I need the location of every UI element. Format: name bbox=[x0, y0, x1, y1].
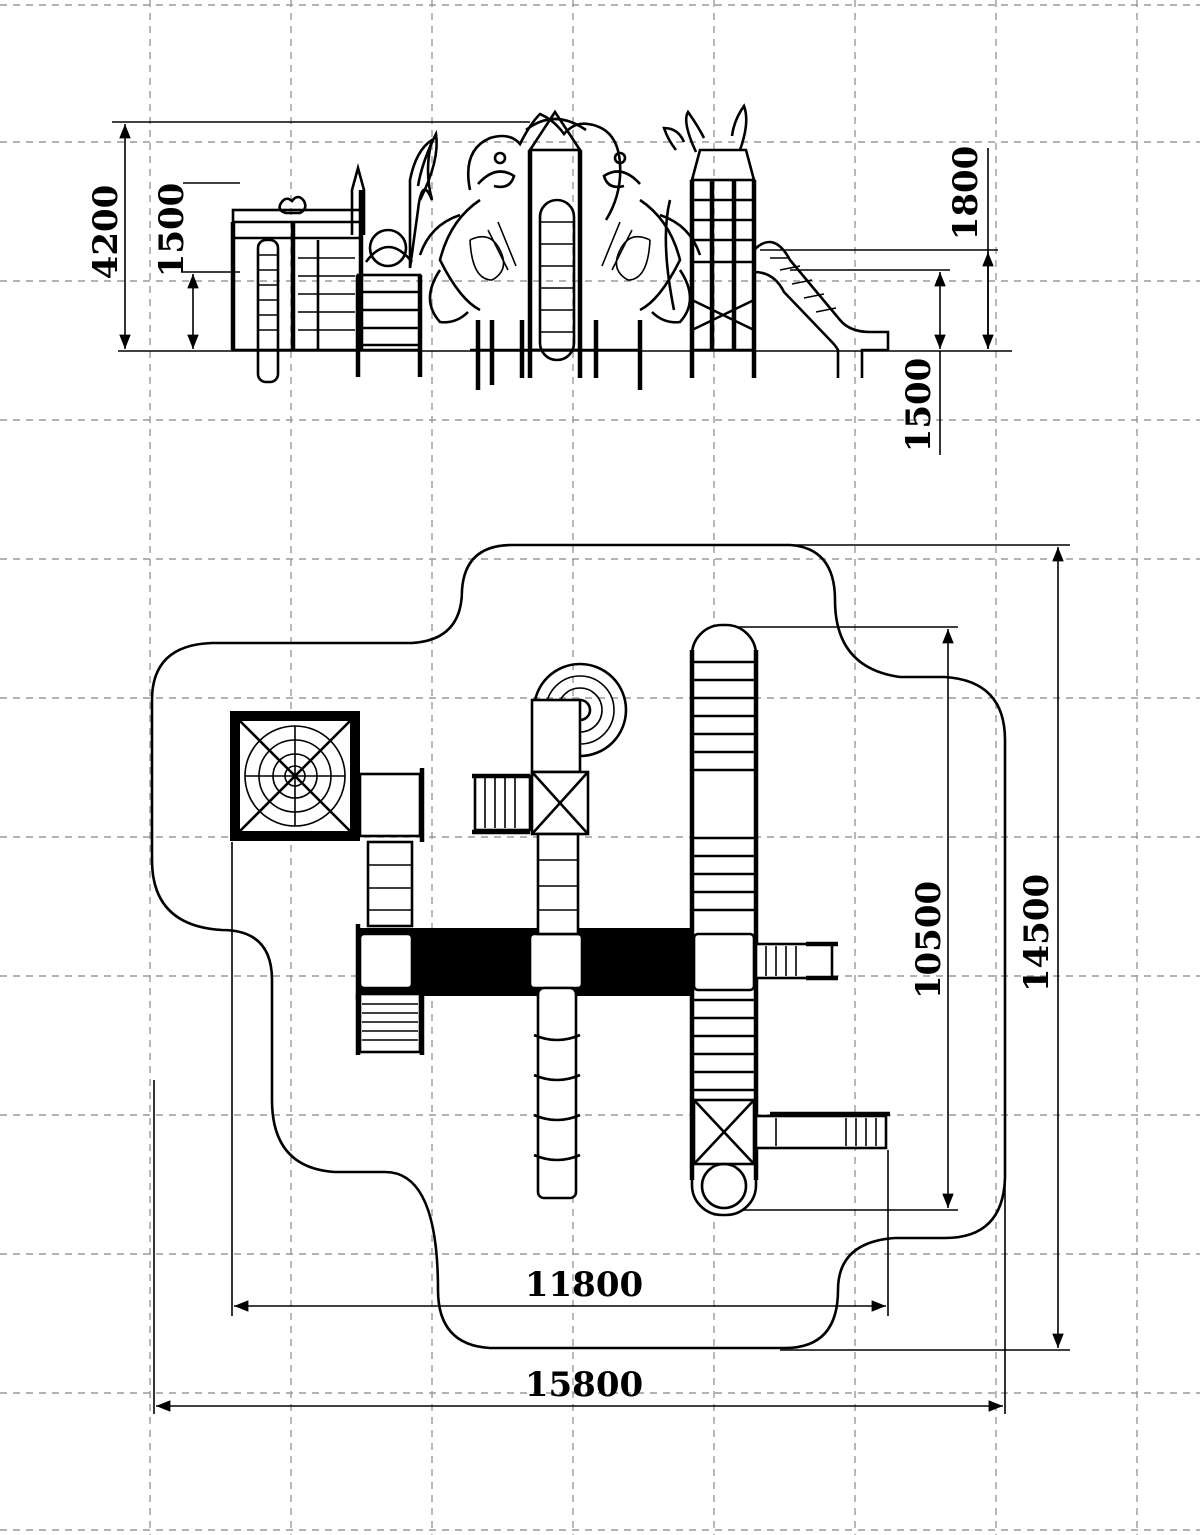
plan-dim-safety-zone-depth: 14500 bbox=[1017, 874, 1057, 992]
elevation-dim-overall-height: 4200 bbox=[86, 185, 126, 280]
plan-dim-safety-zone-width: 15800 bbox=[525, 1365, 643, 1405]
elevation-view bbox=[112, 103, 1012, 455]
elevation-dim-right-tower-height: 1800 bbox=[946, 146, 986, 241]
elevation-dim-left-platform-height: 1500 bbox=[152, 183, 192, 278]
plan-dim-equipment-depth: 10500 bbox=[909, 881, 949, 999]
plan-dim-equipment-width: 11800 bbox=[525, 1265, 643, 1305]
safety-zone-outline bbox=[150, 543, 1007, 1350]
plan-view bbox=[150, 543, 1070, 1414]
elevation-dim-slide-platform-height: 1500 bbox=[899, 358, 939, 453]
